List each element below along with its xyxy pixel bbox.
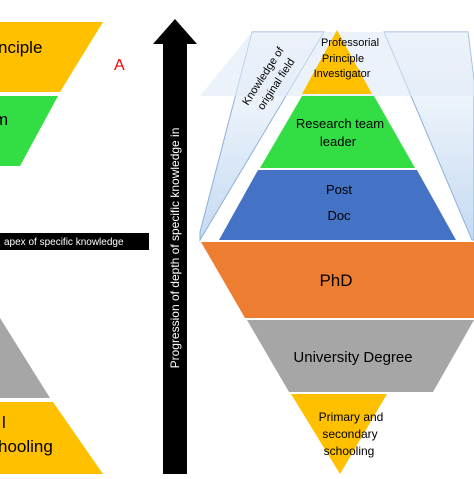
apex-banner [0, 233, 149, 250]
tier-professorial-line1: Professorial [321, 37, 379, 49]
tier-postdoc-line1: Post [326, 182, 352, 197]
tier-schooling-line1: Primary and [319, 410, 384, 424]
tier-professorial-line3: Investigator [314, 68, 371, 80]
apex-banner-text: apex of specific knowledge [4, 237, 124, 248]
tier-research-line2: leader [320, 134, 357, 149]
tier-university-label: University Degree [293, 349, 412, 366]
left-panel: nciple m apex of specific knowledge l ho… [0, 22, 149, 474]
tier-professorial-pi [302, 30, 372, 94]
tier-professorial-line2: Principle [322, 53, 364, 65]
right-panel: Knowledge of original field Professorial… [199, 30, 474, 474]
left-bottom-tier-label-line1: l [2, 413, 6, 432]
left-top-tier-label: nciple [0, 38, 42, 57]
tier-postdoc-line2: Doc [327, 208, 351, 223]
left-top-yellow-tier [0, 22, 103, 92]
left-bottom-yellow-tier [0, 402, 103, 474]
panel-letter-a: A [114, 57, 125, 74]
tier-primary-secondary-schooling [291, 394, 387, 474]
tier-schooling-line3: schooling [324, 444, 375, 458]
axis-arrowhead [153, 19, 197, 44]
axis-arrow-shaft [163, 44, 187, 474]
tier-post-doc [219, 170, 456, 240]
left-mid-tier-label: m [0, 110, 8, 129]
tier-research-team-leader [260, 96, 415, 168]
axis-label: Progression of depth of specific knowled… [168, 128, 182, 369]
tier-research-line1: Research team [296, 116, 384, 131]
left-lower-gray-tier [0, 318, 50, 398]
left-bottom-tier-label-line2: hooling [0, 437, 53, 456]
tier-phd-label: PhD [319, 271, 352, 290]
tier-phd [201, 242, 474, 318]
tier-university-degree [247, 320, 474, 392]
tier-schooling-line2: secondary [322, 427, 377, 441]
left-mid-green-tier [0, 96, 58, 166]
depth-axis: Progression of depth of specific knowled… [153, 19, 197, 474]
